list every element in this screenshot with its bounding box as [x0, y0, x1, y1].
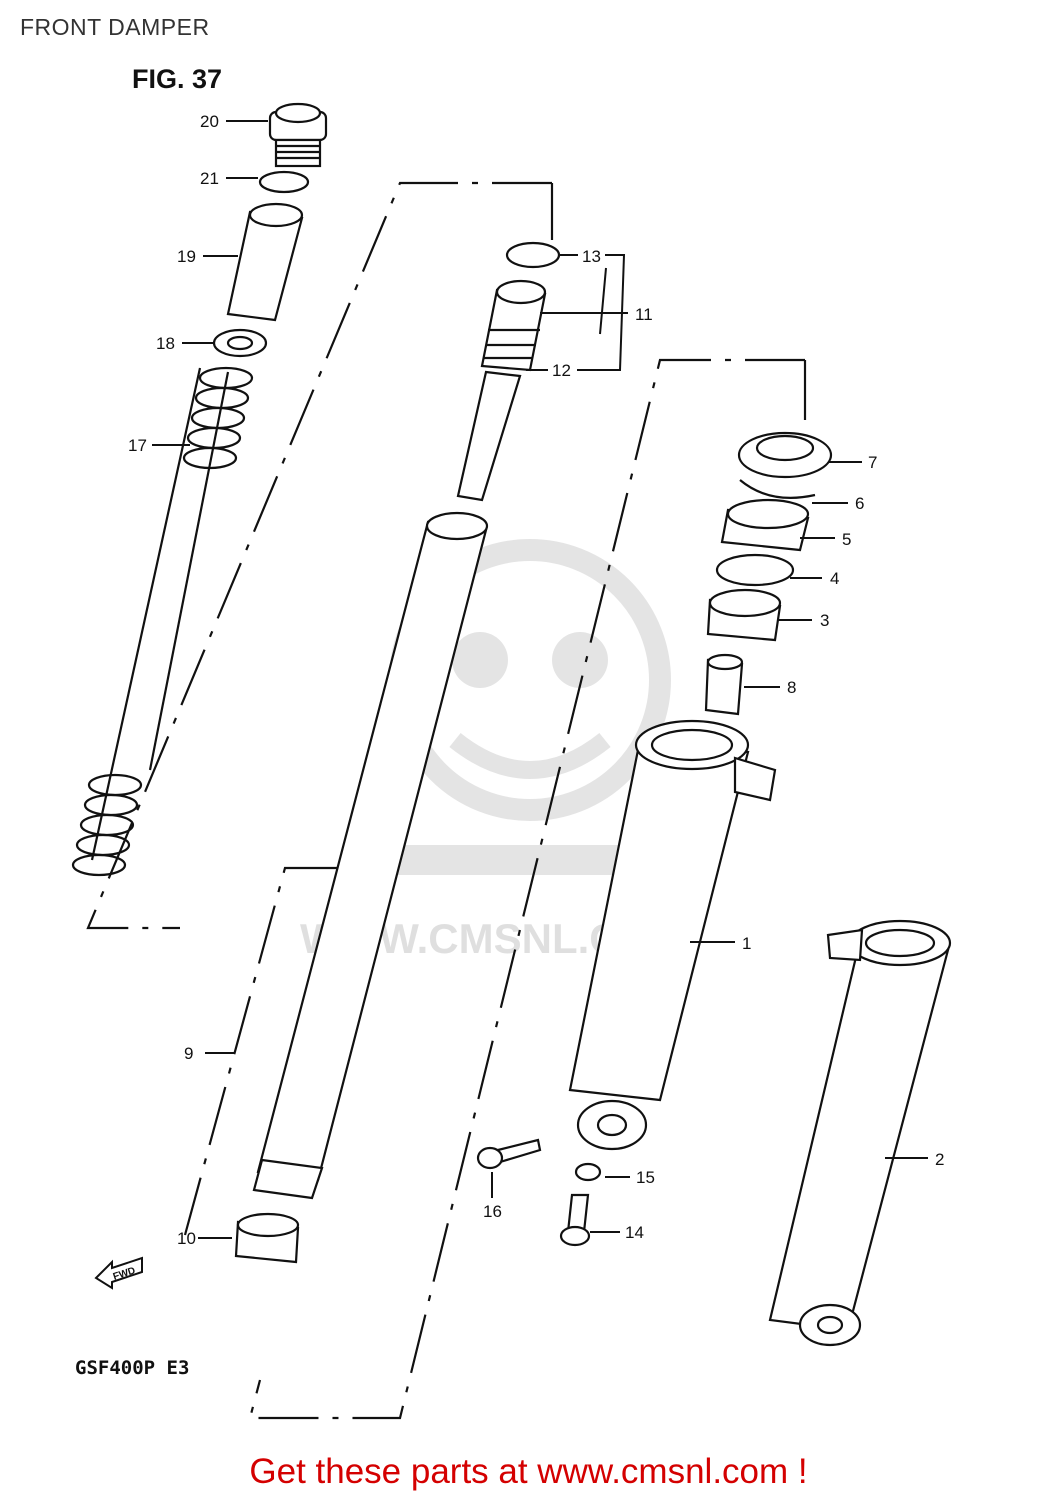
callout-17: 17: [128, 436, 147, 455]
callout-19: 19: [177, 247, 196, 266]
callout-1: 1: [742, 934, 751, 953]
cap-bolt-part: [268, 102, 328, 168]
callout-4: 4: [830, 569, 839, 588]
ring-part: [505, 241, 561, 269]
dust-seal-part: [737, 431, 833, 479]
callout-2: 2: [935, 1150, 944, 1169]
guide-bushing-part: [706, 588, 782, 642]
spacer-part: [226, 202, 304, 322]
callout-16: 16: [483, 1202, 502, 1221]
callout-20: 20: [200, 112, 219, 131]
drain-bolt-part: [476, 1138, 542, 1170]
oil-seal-part: [720, 498, 810, 552]
callout-15: 15: [636, 1168, 655, 1187]
slide-bushing-part: [234, 1212, 300, 1264]
figure-label: FIG. 37: [132, 64, 223, 94]
callout-14: 14: [625, 1223, 644, 1242]
outer-tube-right-part: [568, 719, 777, 1151]
callout-6: 6: [855, 494, 864, 513]
assembly-line-left: [86, 181, 552, 930]
callout-11: 11: [635, 305, 653, 324]
callout-12: 12: [552, 361, 571, 380]
get-parts-link[interactable]: Get these parts at www.cmsnl.com !: [249, 1452, 808, 1491]
model-code: GSF400P E3: [75, 1357, 190, 1379]
callout-8: 8: [787, 678, 796, 697]
outer-tube-left-part: [768, 919, 952, 1347]
stopper-ring-part: [739, 479, 816, 499]
page-title: FRONT DAMPER: [20, 14, 210, 40]
callout-3: 3: [820, 611, 829, 630]
callout-7: 7: [868, 453, 877, 472]
callout-21: 21: [200, 169, 219, 188]
callout-13: 13: [582, 247, 601, 266]
retainer-part: [715, 553, 795, 587]
fwd-arrow-icon: FWD: [94, 1256, 143, 1290]
inner-tube-part: [252, 511, 489, 1200]
callout-18: 18: [156, 334, 175, 353]
callout-10: 10: [177, 1229, 196, 1248]
socket-bolt-part: [559, 1193, 591, 1247]
callout-5: 5: [842, 530, 851, 549]
assembly-line-lower: [183, 866, 340, 1236]
o-ring-part: [258, 170, 310, 194]
assembly-line-right: [248, 358, 805, 1420]
cylinder-piece-part: [704, 653, 744, 716]
damper-rod-part: [456, 279, 547, 502]
spring-part: [71, 366, 254, 877]
gasket-washer-part: [574, 1162, 602, 1182]
callout-9: 9: [184, 1044, 193, 1063]
